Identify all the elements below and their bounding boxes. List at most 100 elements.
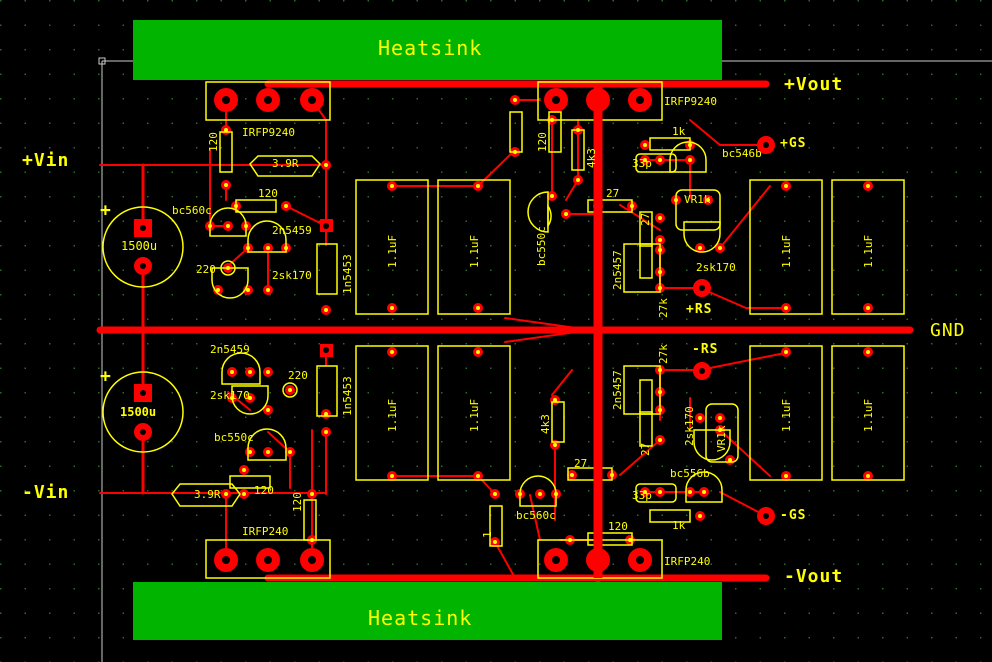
pad-hole [493, 540, 497, 544]
vr1k-bot-label: VR1k [715, 425, 728, 453]
film-cap-3-label: 1.1uF [386, 398, 399, 432]
pad-hole [242, 468, 246, 472]
r220-bot-label: 220 [288, 369, 308, 382]
pad-hole [390, 350, 394, 354]
bulk-cap-top-label: 1500u [121, 239, 158, 253]
r1k-top-label: 1k [672, 125, 686, 138]
pad-hole [698, 416, 702, 420]
pad-hole [706, 198, 710, 202]
bc550c-top-label: bc550c [535, 226, 548, 266]
pad-hole [324, 412, 328, 416]
film-cap-6-label: 1.1uF [862, 234, 875, 268]
r120-a-label: 120 [207, 132, 220, 152]
pad-hole [688, 158, 692, 162]
pad-hole [538, 492, 542, 496]
vout-pos-label: +Vout [784, 74, 844, 95]
film-cap-8-label: 1.1uF [862, 398, 875, 432]
film-cap-2-label: 1.1uF [468, 234, 481, 268]
pad-hole [266, 450, 270, 454]
pad-hole [390, 184, 394, 188]
r120-d-label: 120 [291, 492, 304, 512]
r4k3-bot-label: 4k3 [539, 414, 552, 434]
q-top-left-label: IRFP9240 [242, 126, 295, 139]
bulk-cap-top-plus: + [100, 200, 112, 221]
pad-hole [698, 246, 702, 250]
jfet-2n5459-top-label: 2n5459 [272, 224, 312, 237]
diode-top-label: 1n5453 [341, 254, 354, 294]
jfet-2n5457-top-label: 2n5457 [611, 250, 624, 290]
pad-hole [784, 474, 788, 478]
pad-hole [493, 492, 497, 496]
pad-hole [866, 350, 870, 354]
pad-hole [324, 430, 328, 434]
pad-hole [390, 474, 394, 478]
pad-hole [866, 184, 870, 188]
pad-hole [784, 306, 788, 310]
vout-neg-label: -Vout [784, 566, 844, 587]
pad-hole [553, 443, 557, 447]
pad-hole [310, 492, 314, 496]
pad-hole [216, 288, 220, 292]
r39-bot-label: 3.9R [194, 488, 221, 501]
r120-c-label: 120 [254, 484, 274, 497]
bc550c-bot-label: bc550c [214, 431, 254, 444]
bc546b-label: bc546b [722, 147, 762, 160]
r120-f-label: 120 [608, 520, 628, 533]
pad-hole [728, 458, 732, 462]
pad-hole [476, 184, 480, 188]
pad-hole [246, 288, 250, 292]
pad-hole [658, 158, 662, 162]
pad-hole [266, 246, 270, 250]
heatsink-top-label: Heatsink [378, 36, 483, 60]
pad-hole [226, 224, 230, 228]
r27-top-label: 27 [606, 187, 620, 200]
film-cap-5-label: 1.1uF [780, 234, 793, 268]
pads [134, 88, 873, 572]
bulk-cap-bottom-plus: + [100, 366, 112, 387]
q-bottom-right-label: IRFP240 [664, 555, 711, 568]
bulk-cap-bottom-label: 1500u [120, 405, 157, 419]
gs-neg-label: -GS [780, 508, 807, 523]
pad-hole [288, 450, 292, 454]
pad-hole [718, 246, 722, 250]
heatsink-bottom [133, 582, 722, 640]
pad-hole [248, 370, 252, 374]
diode-bot-label: 1n5453 [341, 376, 354, 416]
pad-hole [866, 306, 870, 310]
jfet-2sk170-r-bot-label: 2sk170 [683, 406, 696, 446]
bc560c-bot-label: bc560c [516, 509, 556, 522]
pad-hole [324, 308, 328, 312]
pad-hole [718, 416, 722, 420]
pad-hole [550, 194, 554, 198]
pad-hole [266, 370, 270, 374]
pad-hole [248, 450, 252, 454]
pad-hole [476, 350, 480, 354]
pad-hole [288, 388, 292, 392]
bc560c-top-label: bc560c [172, 204, 212, 217]
q-bottom-left-label: IRFP240 [242, 525, 289, 538]
jfet-2n5459-bot-label: 2n5459 [210, 343, 250, 356]
pad-hole [476, 306, 480, 310]
pad-hole [658, 216, 662, 220]
pad-hole [702, 490, 706, 494]
heatsink-top [133, 20, 722, 80]
jfet-2sk170-r-top-label: 2sk170 [696, 261, 736, 274]
pad-hole [324, 163, 328, 167]
pad-hole [643, 143, 647, 147]
r4k3-top-label: 4k3 [585, 148, 598, 168]
pad-hole [266, 408, 270, 412]
pad-hole [513, 98, 517, 102]
r27-v1-label: 27 [639, 212, 652, 226]
r1k-bot-label: 1k [672, 519, 686, 532]
pad-hole [643, 158, 647, 162]
pad-hole [658, 438, 662, 442]
pad-hole [784, 184, 788, 188]
r120-b-label: 120 [258, 187, 278, 200]
r27k-bot-label: 27k [657, 344, 670, 364]
pad-hole [248, 396, 252, 400]
pad-hole [224, 128, 228, 132]
pad-hole [643, 490, 647, 494]
pad-hole [866, 474, 870, 478]
pad-hole [284, 204, 288, 208]
